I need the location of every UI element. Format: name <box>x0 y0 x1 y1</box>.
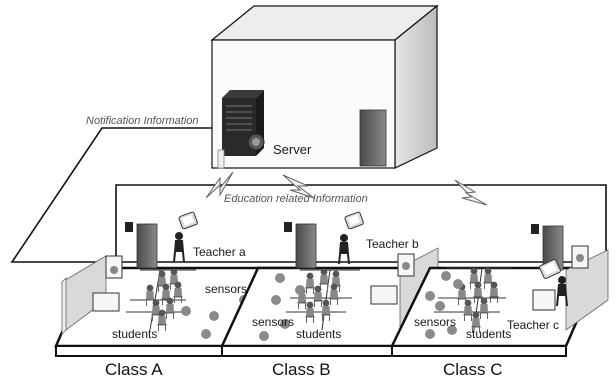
person-icon <box>173 231 185 263</box>
sensor-dots <box>425 271 463 339</box>
person-icon <box>338 233 350 265</box>
teacher-b-label: Teacher b <box>366 237 419 251</box>
sensors-b-label: sensors <box>252 315 294 329</box>
server-room-door <box>359 109 387 167</box>
students-a-label: students <box>112 327 157 341</box>
class-b-title: Class B <box>272 360 331 379</box>
sensors-c-label: sensors <box>414 315 456 329</box>
class-a-title: Class A <box>105 360 163 379</box>
teacher-a-label: Teacher a <box>193 245 246 259</box>
class-c-title: Class C <box>443 360 503 379</box>
sensor-dots <box>259 273 305 341</box>
teacher-desk <box>370 285 398 305</box>
server-label: Server <box>273 142 312 157</box>
sensors-a-label: sensors <box>205 282 247 296</box>
education-information-label: Education related Information <box>224 193 368 205</box>
tablet-icon <box>344 211 364 230</box>
lightning-bolt-icon <box>282 174 315 199</box>
server-rack-icon <box>217 90 265 169</box>
tablet-icon <box>178 211 198 230</box>
lightning-bolt-icon <box>454 179 488 206</box>
classroom-b-door <box>295 223 317 269</box>
teacher-desk <box>92 292 120 312</box>
notification-information-label: Notification Information <box>86 115 199 127</box>
classroom-a-door <box>136 223 158 269</box>
classroom-c: Teacher c sensors students <box>390 224 609 357</box>
lightning-bolt-icon <box>205 171 234 199</box>
tablet-icon <box>539 259 561 279</box>
server-building <box>210 4 439 169</box>
students-b-label: students <box>296 327 341 341</box>
teacher-c-label: Teacher c <box>507 318 559 332</box>
students-c-label: students <box>466 327 511 341</box>
teacher-desk <box>532 289 556 311</box>
